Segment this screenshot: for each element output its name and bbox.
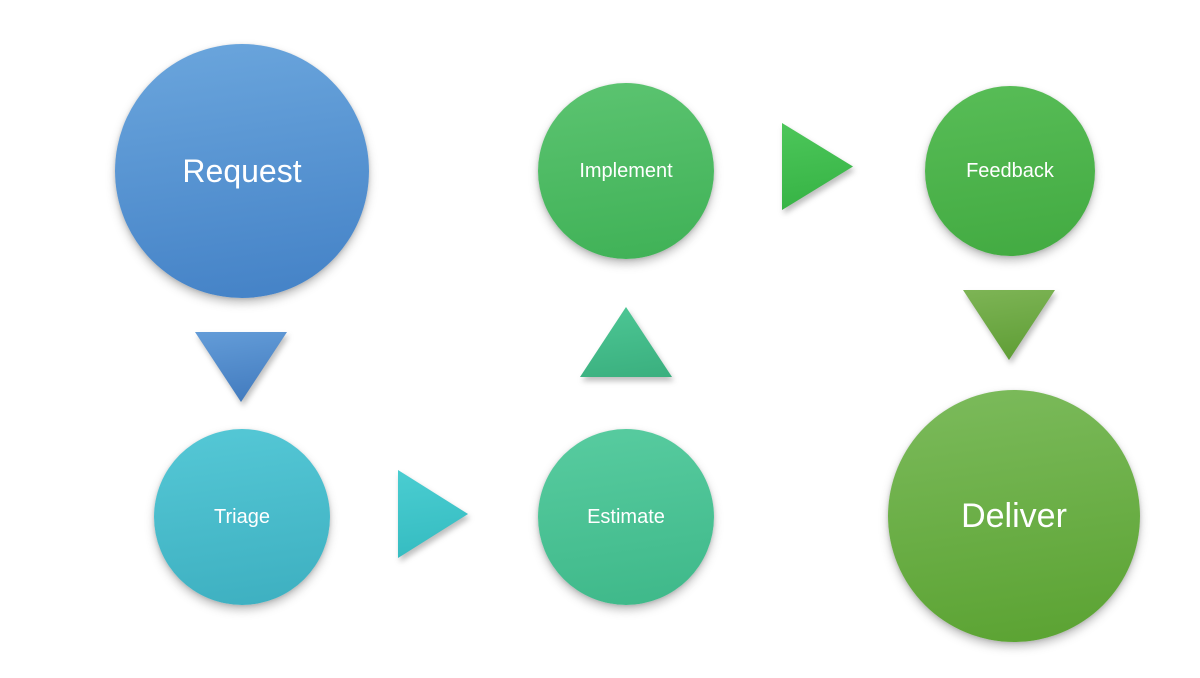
node-request: Request <box>115 44 369 298</box>
connector-implement-to-feedback <box>782 123 853 210</box>
node-implement: Implement <box>538 83 714 259</box>
connector-estimate-to-implement <box>580 307 672 377</box>
node-estimate-label: Estimate <box>587 505 665 528</box>
node-implement-label: Implement <box>579 159 673 182</box>
node-estimate: Estimate <box>538 429 714 605</box>
node-request-label: Request <box>182 152 302 189</box>
node-triage-label: Triage <box>214 505 270 528</box>
arrow-right-icon <box>398 470 468 558</box>
arrow-right-icon <box>782 123 853 210</box>
node-triage: Triage <box>154 429 330 605</box>
node-deliver: Deliver <box>888 390 1140 642</box>
node-feedback-label: Feedback <box>966 159 1054 182</box>
connector-feedback-to-deliver <box>963 290 1055 360</box>
arrow-down-icon <box>963 290 1055 360</box>
arrow-up-icon <box>580 307 672 377</box>
connector-request-to-triage <box>195 332 287 402</box>
arrow-down-icon <box>195 332 287 402</box>
node-deliver-label: Deliver <box>961 496 1067 535</box>
node-feedback: Feedback <box>925 86 1095 256</box>
connector-triage-to-estimate <box>398 470 468 558</box>
